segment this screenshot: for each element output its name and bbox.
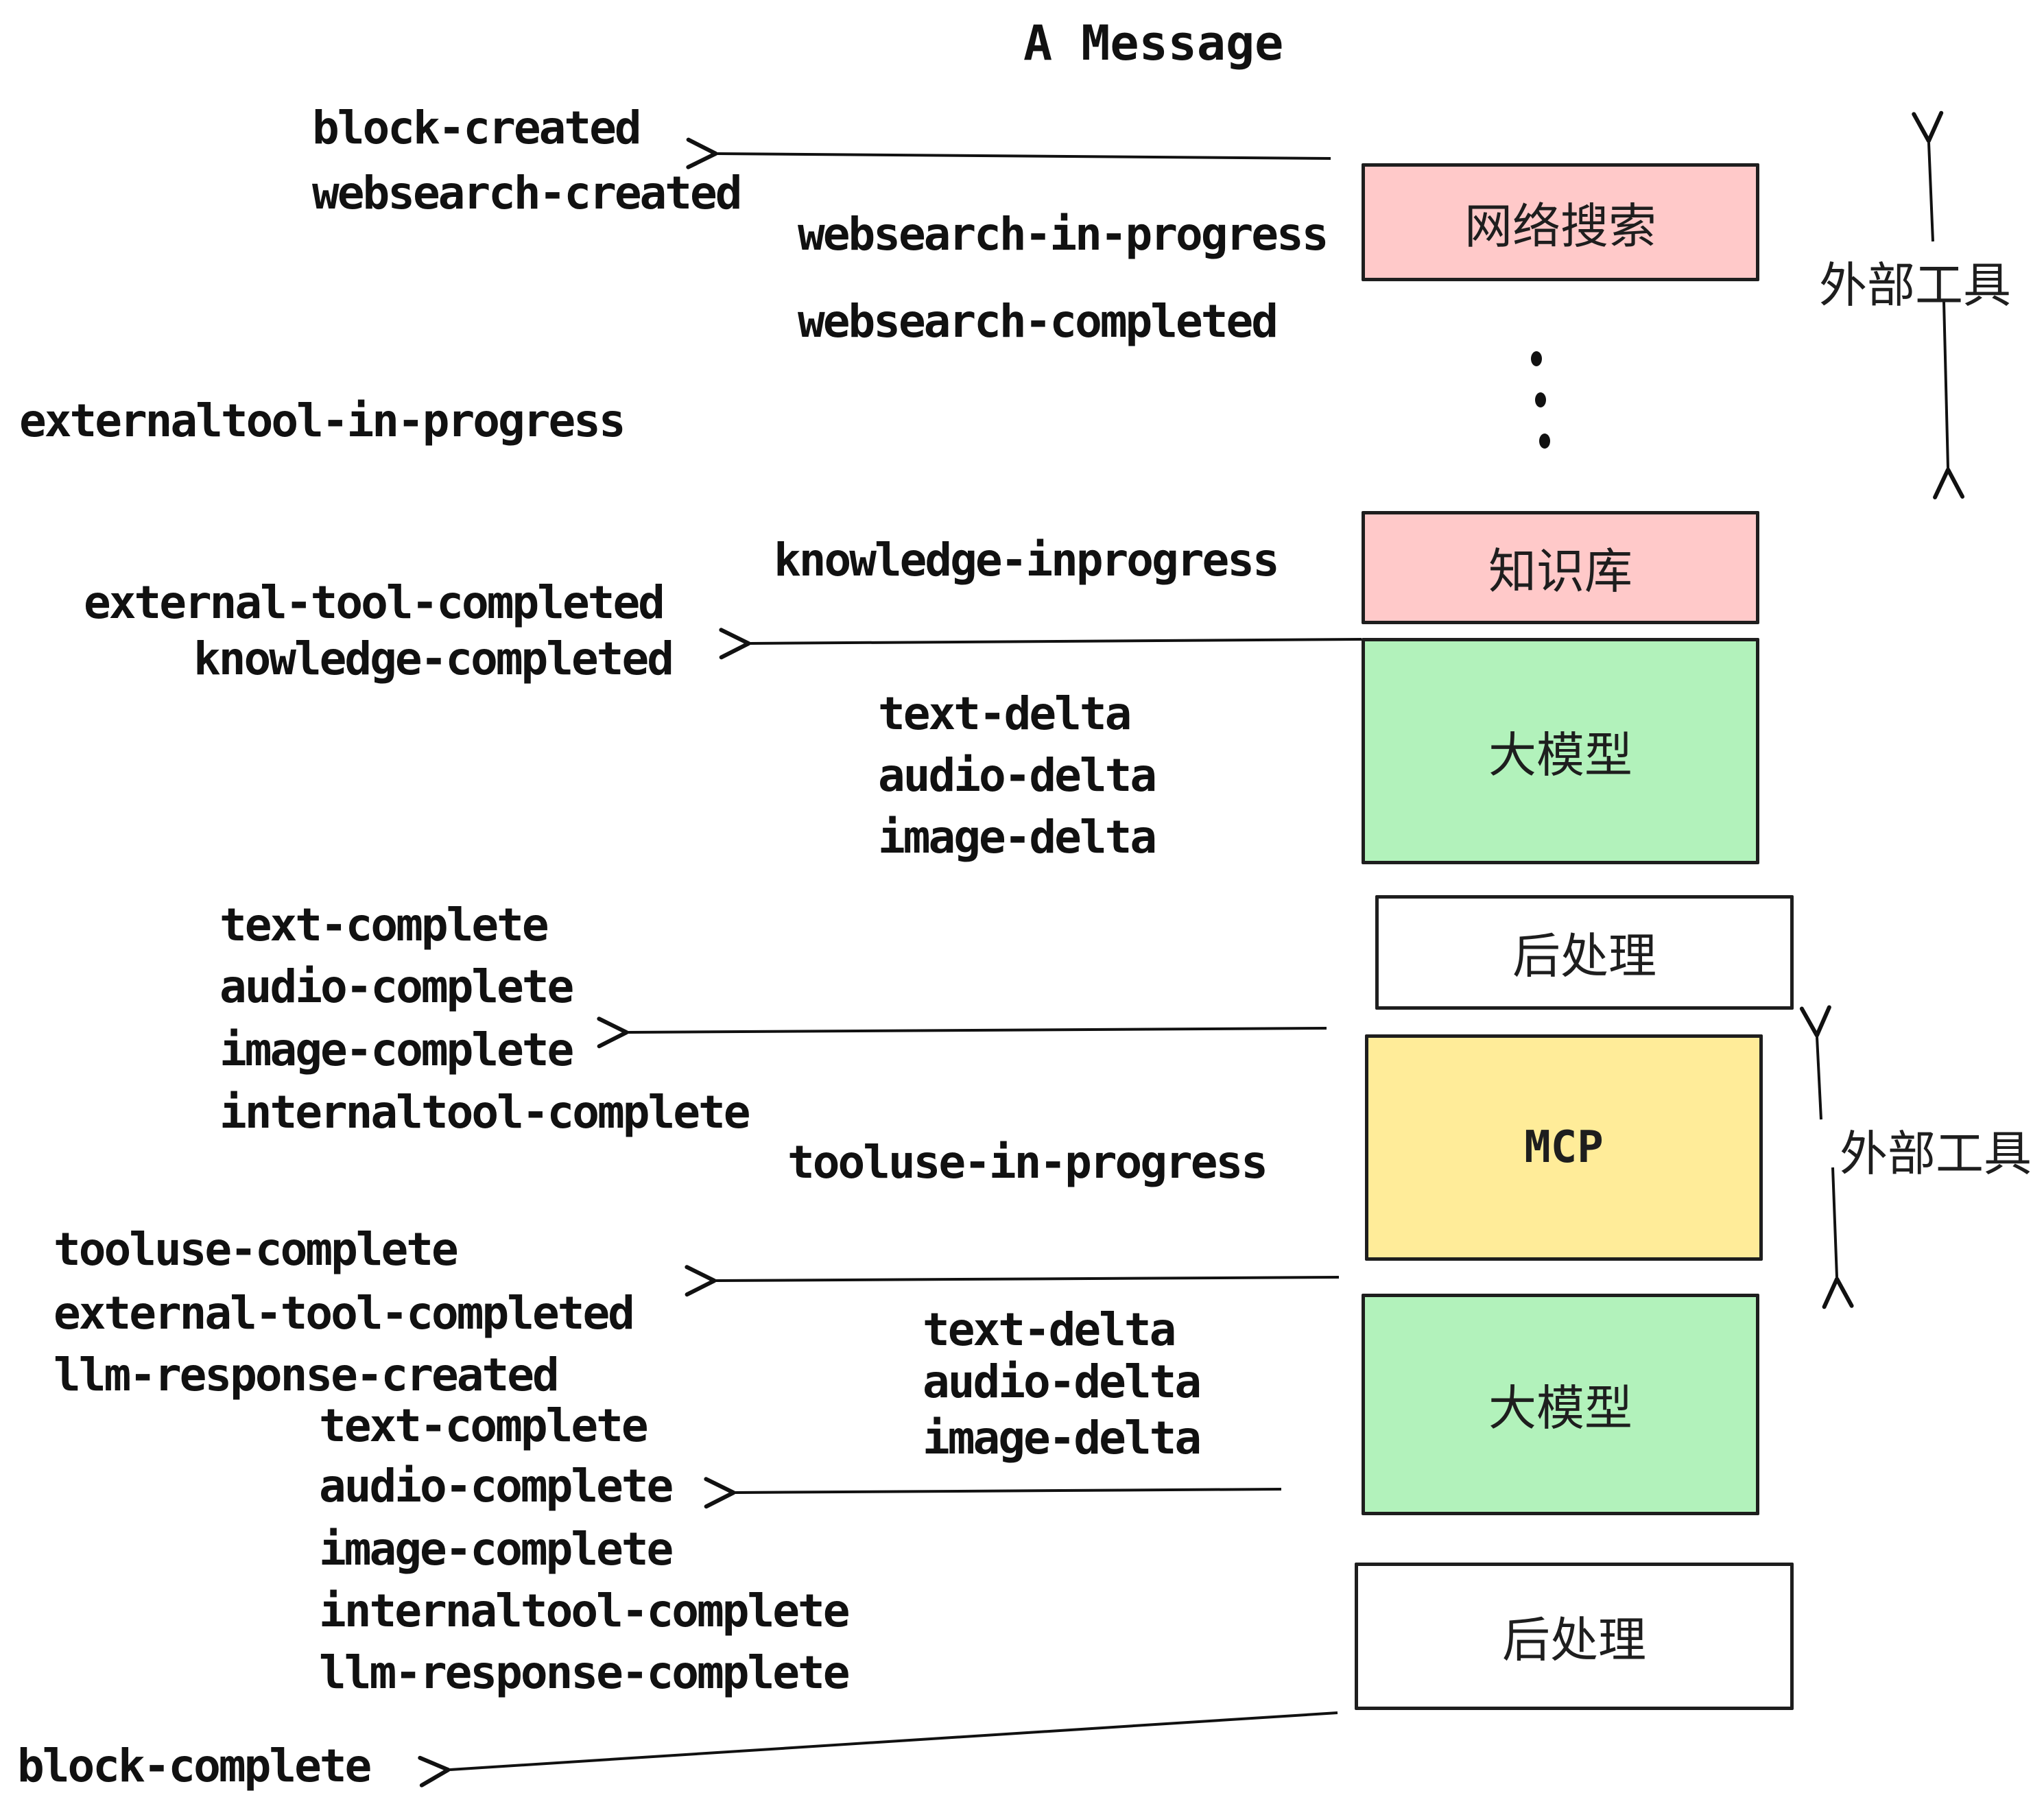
event-websearch-created: websearch-created	[312, 167, 743, 219]
node-postprocess-1: 后处理	[1375, 895, 1794, 1010]
node-llm-2-label: 大模型	[1488, 1380, 1632, 1436]
diagram-title: A Message	[1023, 15, 1284, 71]
node-llm-2: 大模型	[1362, 1294, 1759, 1515]
event-image-delta-2: image-delta	[923, 1412, 1202, 1464]
event-external-tool-completed: external-tool-completed	[84, 576, 665, 629]
event-image-complete: image-complete	[219, 1023, 574, 1076]
node-mcp-label: MCP	[1524, 1122, 1604, 1173]
event-llm-response-created: llm-response-created	[54, 1349, 560, 1401]
external-tools-down-arrow	[1933, 301, 1965, 499]
event-external-tool-completed-2: external-tool-completed	[54, 1287, 635, 1340]
ellipsis-dot	[1539, 434, 1550, 449]
node-websearch-label: 网络搜索	[1464, 198, 1656, 254]
event-text-complete-2: text-complete	[319, 1399, 649, 1452]
event-websearch-in-progress: websearch-in-progress	[798, 208, 1329, 261]
node-llm-1-label: 大模型	[1488, 726, 1632, 783]
event-audio-complete-2: audio-complete	[319, 1460, 674, 1512]
event-text-complete: text-complete	[219, 899, 549, 951]
node-knowledge: 知识库	[1362, 511, 1759, 624]
node-mcp: MCP	[1365, 1034, 1763, 1261]
node-postprocess-2: 后处理	[1355, 1563, 1794, 1710]
external-tools-annotation-2: 外部工具	[1840, 1126, 2032, 1182]
event-internaltool-complete: internaltool-complete	[219, 1086, 750, 1139]
event-image-complete-2: image-complete	[319, 1523, 674, 1576]
external-tools-2-down-arrow	[1822, 1167, 1854, 1309]
node-postprocess-2-label: 后处理	[1502, 1612, 1646, 1668]
event-internaltool-complete-2: internaltool-complete	[319, 1585, 850, 1637]
event-knowledge-inprogress: knowledge-inprogress	[774, 534, 1280, 586]
event-websearch-completed: websearch-completed	[798, 295, 1279, 348]
arrow-knowledge-completed	[719, 628, 1362, 660]
arrow-audio-complete	[704, 1477, 1282, 1509]
node-websearch: 网络搜索	[1362, 163, 1759, 281]
event-knowledge-completed: knowledge-completed	[193, 632, 674, 685]
event-audio-delta: audio-delta	[878, 749, 1157, 802]
event-audio-complete: audio-complete	[219, 960, 574, 1013]
event-tooluse-complete: tooluse-complete	[54, 1223, 459, 1276]
ellipsis-dot	[1535, 392, 1546, 407]
arrow-tooluse-complete	[685, 1265, 1340, 1297]
event-audio-delta-2: audio-delta	[923, 1355, 1202, 1408]
external-tools-annotation-1: 外部工具	[1819, 257, 2011, 313]
event-llm-response-complete: llm-response-complete	[319, 1646, 850, 1699]
event-block-created: block-created	[312, 102, 642, 154]
ellipsis-dot	[1531, 351, 1542, 366]
event-block-complete: block-complete	[17, 1740, 372, 1792]
external-tools-2-up-arrow	[1799, 1005, 1831, 1120]
arrow-block-complete	[418, 1711, 1338, 1788]
event-image-delta: image-delta	[878, 811, 1157, 864]
arrow-websearch-created	[686, 137, 1331, 169]
event-text-delta: text-delta	[878, 687, 1132, 740]
node-llm-1: 大模型	[1362, 638, 1759, 864]
event-text-delta-2: text-delta	[923, 1303, 1176, 1356]
node-knowledge-label: 知识库	[1488, 543, 1632, 600]
node-postprocess-1-label: 后处理	[1512, 928, 1656, 984]
arrow-image-complete	[597, 1017, 1327, 1049]
external-tools-up-arrow	[1912, 110, 1944, 242]
event-tooluse-in-progress: tooluse-in-progress	[787, 1136, 1268, 1189]
event-externaltool-in-progress: externaltool-in-progress	[19, 394, 626, 447]
